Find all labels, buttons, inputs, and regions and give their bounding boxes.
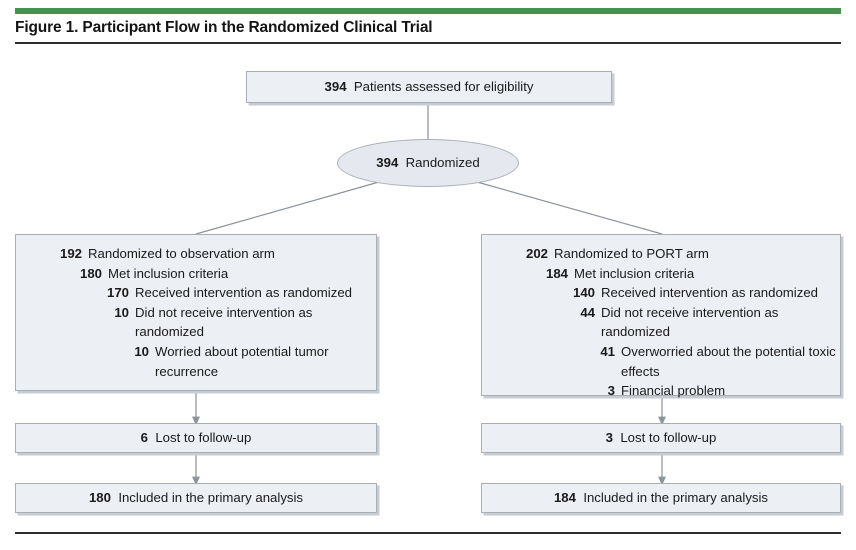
arm-row-label: Overworried about the potential toxic ef… xyxy=(621,343,836,379)
node-observation-lost-to-followup[interactable]: 6 Lost to follow-up xyxy=(15,423,377,453)
node-port-lost-number: 3 xyxy=(605,430,613,446)
node-observation-lost-label: Lost to follow-up xyxy=(155,430,252,446)
arm-row: 192 Randomized to observation arm xyxy=(16,244,376,264)
arm-row-number: 44 xyxy=(580,304,595,320)
arm-row: 41 Overworried about the potential toxic … xyxy=(482,342,840,381)
arm-row-number: 192 xyxy=(59,246,82,261)
node-randomized-label: Randomized xyxy=(405,155,480,171)
node-port-lost-line: 3 Lost to follow-up xyxy=(606,429,717,447)
arm-row: 202 Randomized to PORT arm xyxy=(482,244,840,264)
node-port-arm[interactable]: 202 Randomized to PORT arm 184 Met inclusio… xyxy=(481,234,841,398)
arm-row-label: Did not receive intervention as randomiz… xyxy=(601,304,779,340)
arm-row: 10 Worried about potential tumor recurren… xyxy=(16,342,376,381)
node-patients-assessed-label: Patients assessed for eligibility xyxy=(353,79,534,95)
arm-row-label: Did not receive intervention as randomiz… xyxy=(135,304,313,340)
node-patients-assessed-line: 394 Patients assessed for eligibility xyxy=(325,78,534,96)
figure-title: Figure 1. Participant Flow in the Random… xyxy=(15,19,433,36)
node-port-lost-to-followup[interactable]: 3 Lost to follow-up xyxy=(481,423,841,453)
arm-row-label: Received intervention as randomized xyxy=(601,285,818,301)
edge-randomized-to-observation xyxy=(195,181,380,235)
arm-row-label: Worried about potential tumor recurrence xyxy=(155,343,329,379)
arm-row-label: Met inclusion criteria xyxy=(574,265,695,281)
node-observation-lost-line: 6 Lost to follow-up xyxy=(141,429,252,447)
title-divider xyxy=(15,42,841,44)
node-port-analysis-number: 184 xyxy=(553,490,576,506)
node-observation-analysis-number: 180 xyxy=(88,490,111,506)
arm-row-number: 140 xyxy=(572,285,595,301)
edge-randomized-to-port xyxy=(476,181,663,235)
node-port-analysis-label: Included in the primary analysis xyxy=(583,490,769,506)
arm-row-number: 10 xyxy=(134,343,149,359)
node-observation-analysis-label: Included in the primary analysis xyxy=(118,490,304,506)
arm-row: 180 Met inclusion criteria xyxy=(16,264,376,284)
arm-row: 140 Received intervention as randomized xyxy=(482,283,840,303)
node-randomized-number: 394 xyxy=(376,155,399,171)
arm-row-label: Financial problem xyxy=(621,383,726,399)
arm-row-number: 170 xyxy=(106,285,129,301)
figure-bottom-divider xyxy=(15,532,841,534)
port-arm-list: 202 Randomized to PORT arm 184 Met inclusio… xyxy=(482,244,840,401)
arm-row-number: 10 xyxy=(114,304,129,320)
node-port-primary-analysis[interactable]: 184 Included in the primary analysis xyxy=(481,483,841,513)
figure-accent-bar xyxy=(15,8,841,14)
arm-row-number: 202 xyxy=(525,246,548,261)
node-port-lost-label: Lost to follow-up xyxy=(620,430,717,446)
arm-row: 170 Received intervention as randomized xyxy=(16,283,376,303)
node-randomized[interactable]: 394 Randomized xyxy=(337,139,519,187)
observation-arm-list: 192 Randomized to observation arm 180 Met i… xyxy=(16,244,376,381)
node-patients-assessed-number: 394 xyxy=(324,79,347,95)
arm-row: 3 Financial problem xyxy=(482,381,840,401)
node-observation-arm[interactable]: 192 Randomized to observation arm 180 Met i… xyxy=(15,234,377,391)
node-observation-lost-number: 6 xyxy=(140,430,148,446)
node-randomized-line: 394 Randomized xyxy=(376,154,479,172)
arm-row-number: 3 xyxy=(607,383,615,399)
arm-row-number: 180 xyxy=(79,265,102,281)
node-patients-assessed[interactable]: 394 Patients assessed for eligibility xyxy=(246,71,612,103)
node-port-analysis-line: 184 Included in the primary analysis xyxy=(554,489,768,507)
arm-row-label: Randomized to observation arm xyxy=(88,246,275,261)
arm-row-label: Met inclusion criteria xyxy=(108,265,229,281)
arm-row-number: 41 xyxy=(600,343,615,359)
arm-row-number: 184 xyxy=(545,265,568,281)
arm-row: 10 Did not receive intervention as random… xyxy=(16,303,376,342)
arm-row-label: Randomized to PORT arm xyxy=(554,246,709,261)
arm-row: 44 Did not receive intervention as random… xyxy=(482,303,840,342)
node-observation-primary-analysis[interactable]: 180 Included in the primary analysis xyxy=(15,483,377,513)
node-observation-analysis-line: 180 Included in the primary analysis xyxy=(89,489,303,507)
arm-row-label: Received intervention as randomized xyxy=(135,285,352,301)
arm-row: 184 Met inclusion criteria xyxy=(482,264,840,284)
